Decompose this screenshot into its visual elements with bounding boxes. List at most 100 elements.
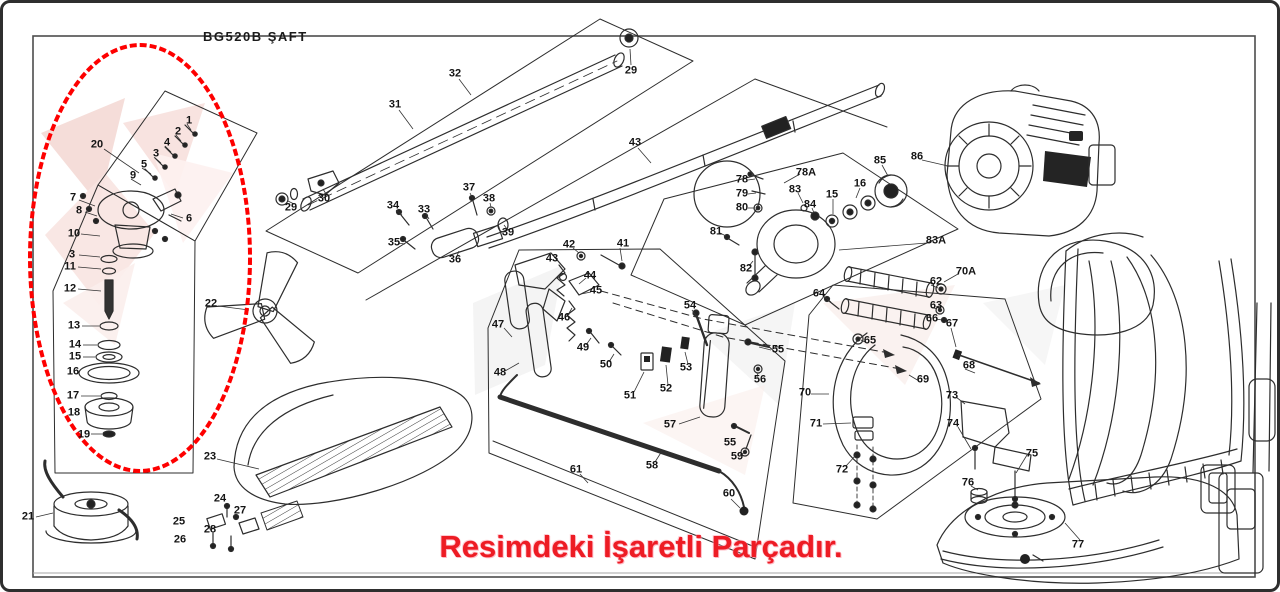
part-number-label: 83A bbox=[925, 234, 947, 247]
part-number-label: 16 bbox=[853, 177, 867, 190]
part-number-label: 9 bbox=[129, 169, 137, 182]
part-number-label: 3 bbox=[152, 147, 160, 160]
part-number-label: 65 bbox=[863, 334, 877, 347]
part-number-label: 46 bbox=[557, 311, 571, 324]
part-number-label: 66 bbox=[925, 312, 939, 325]
part-number-label: 7 bbox=[69, 191, 77, 204]
part-number-label: 11 bbox=[64, 260, 76, 273]
part-number-label: 58 bbox=[645, 459, 659, 472]
part-number-label: 4 bbox=[163, 136, 171, 149]
part-number-label: 67 bbox=[945, 317, 959, 330]
part-number-label: 76 bbox=[961, 476, 975, 489]
part-number-label: 6 bbox=[185, 212, 193, 225]
part-number-label: 62 bbox=[929, 275, 943, 288]
part-number-label: 45 bbox=[589, 284, 603, 297]
part-number-label: 64 bbox=[812, 287, 826, 300]
part-number-label: 33 bbox=[417, 203, 431, 216]
part-number-label: 12 bbox=[63, 282, 77, 295]
marked-part-caption: Resimdeki İşaretli Parçadır. bbox=[439, 529, 843, 564]
part-number-label: 86 bbox=[910, 150, 924, 163]
part-number-label: 38 bbox=[482, 192, 496, 205]
part-number-label: 50 bbox=[599, 358, 613, 371]
part-number-label: 77 bbox=[1071, 538, 1085, 551]
part-number-label: 19 bbox=[77, 428, 91, 441]
part-number-label: 70 bbox=[798, 386, 812, 399]
part-number-label: 51 bbox=[623, 389, 637, 402]
diagram-title: BG520B ŞAFT bbox=[203, 29, 308, 44]
part-number-label: 43 bbox=[545, 252, 559, 265]
part-number-label: 57 bbox=[663, 418, 677, 431]
part-number-label: 59 bbox=[730, 450, 744, 463]
part-number-label: 28 bbox=[203, 523, 217, 536]
part-number-label: 81 bbox=[709, 225, 723, 238]
part-number-label: 29 bbox=[624, 64, 638, 77]
part-number-label: 10 bbox=[67, 227, 81, 240]
part-number-label: 24 bbox=[213, 492, 227, 505]
part-number-label: 36 bbox=[448, 253, 462, 266]
part-number-label: 68 bbox=[962, 359, 976, 372]
part-number-label: 74 bbox=[946, 417, 960, 430]
part-number-label: 49 bbox=[576, 341, 590, 354]
part-number-label: 82 bbox=[739, 262, 753, 275]
part-number-label: 23 bbox=[203, 450, 217, 463]
part-number-label: 18 bbox=[67, 406, 81, 419]
part-number-label: 16 bbox=[66, 365, 80, 378]
part-number-label: 39 bbox=[501, 226, 515, 239]
part-number-label: 56 bbox=[753, 373, 767, 386]
part-number-label: 34 bbox=[386, 199, 400, 212]
line-art bbox=[43, 18, 1276, 584]
part-number-label: 55 bbox=[723, 436, 737, 449]
part-number-label: 69 bbox=[916, 373, 930, 386]
part-number-label: 70A bbox=[955, 265, 977, 278]
part-number-label: 17 bbox=[66, 389, 80, 402]
part-number-label: 47 bbox=[491, 318, 505, 331]
part-number-label: 5 bbox=[140, 158, 148, 171]
part-number-label: 73 bbox=[945, 389, 959, 402]
exploded-parts-drawing bbox=[28, 18, 1276, 584]
part-number-label: 25 bbox=[172, 515, 186, 528]
part-number-label: 3 bbox=[68, 248, 76, 261]
part-number-label: 43 bbox=[628, 136, 642, 149]
highlight-ellipse bbox=[28, 43, 252, 473]
part-number-label: 15 bbox=[68, 350, 82, 363]
part-number-label: 61 bbox=[569, 463, 583, 476]
part-number-label: 30 bbox=[317, 192, 331, 205]
part-number-label: 29 bbox=[284, 201, 298, 214]
part-number-label: 83 bbox=[788, 183, 802, 196]
part-number-label: 22 bbox=[204, 297, 218, 310]
part-number-label: 53 bbox=[679, 361, 693, 374]
part-number-label: 15 bbox=[825, 188, 839, 201]
watermark-shapes bbox=[41, 98, 1065, 475]
part-number-label: 1 bbox=[185, 114, 193, 127]
part-number-label: 20 bbox=[90, 138, 104, 151]
part-number-label: 21 bbox=[21, 510, 35, 523]
part-number-label: 44 bbox=[583, 269, 597, 282]
part-number-label: 60 bbox=[722, 487, 736, 500]
part-number-label: 32 bbox=[448, 67, 462, 80]
part-number-label: 41 bbox=[616, 237, 630, 250]
leader-lines bbox=[35, 48, 1081, 541]
part-number-label: 14 bbox=[68, 338, 82, 351]
part-number-label: 84 bbox=[803, 198, 817, 211]
part-number-label: 2 bbox=[174, 125, 182, 138]
part-number-label: 79 bbox=[735, 187, 749, 200]
part-number-label: 55 bbox=[771, 343, 785, 356]
part-number-label: 78A bbox=[795, 166, 817, 179]
part-number-label: 54 bbox=[683, 299, 697, 312]
part-number-label: 26 bbox=[173, 533, 187, 546]
part-number-label: 27 bbox=[233, 504, 247, 517]
part-number-label: 85 bbox=[873, 154, 887, 167]
part-number-label: 72 bbox=[835, 463, 849, 476]
part-number-label: 78 bbox=[735, 173, 749, 186]
part-number-label: 8 bbox=[75, 204, 83, 217]
part-number-label: 63 bbox=[929, 299, 943, 312]
part-number-label: 42 bbox=[562, 238, 576, 251]
part-number-label: 31 bbox=[388, 98, 402, 111]
part-number-label: 80 bbox=[735, 201, 749, 214]
part-number-label: 37 bbox=[462, 181, 476, 194]
part-number-label: 48 bbox=[493, 366, 507, 379]
part-number-label: 75 bbox=[1025, 447, 1039, 460]
part-number-label: 71 bbox=[809, 417, 823, 430]
